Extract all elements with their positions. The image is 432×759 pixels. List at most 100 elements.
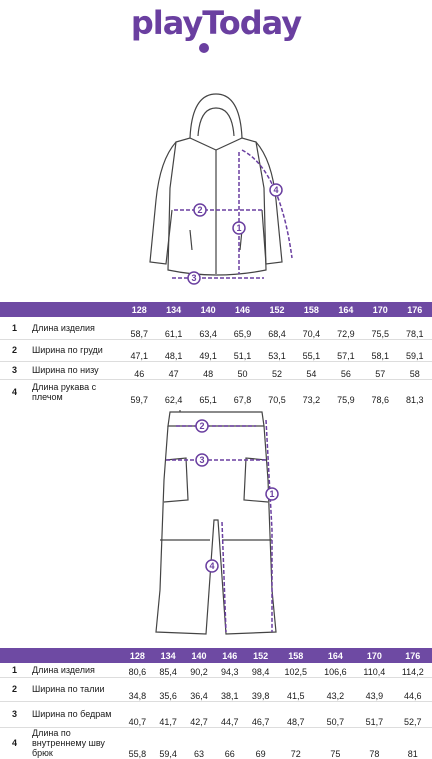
cell: 75,5 (371, 328, 390, 339)
cell: 66 (214, 726, 246, 759)
cell: 43,9 (355, 676, 394, 701)
pants-marker-4 (205, 559, 219, 573)
cell: 67,8 (225, 378, 260, 405)
logo-dot-icon (199, 43, 209, 53)
cell: 50,7 (315, 700, 356, 727)
table-row: 2 Ширина по груди 47,1 48,1 49,1 51,1 53… (0, 338, 432, 361)
header-spacer (0, 302, 122, 317)
table-row: 1 Длина изделия 80,6 85,4 90,2 94,3 98,4… (0, 663, 432, 677)
cell: 53,1 (259, 338, 295, 361)
size-col: 146 (214, 648, 246, 663)
cell: 85,4 (159, 666, 177, 677)
cell: 35,6 (152, 676, 184, 701)
size-col: 134 (156, 302, 191, 317)
cell: 48,1 (156, 338, 191, 361)
cell: 68,4 (268, 328, 286, 339)
pants-marker-2 (195, 419, 209, 433)
marker-3-label: 3 (191, 273, 196, 283)
cell: 39,8 (245, 676, 276, 701)
table-row: 4 Длина по внутреннему шву брюк 55,8 59,… (0, 726, 432, 759)
cell: 78,1 (405, 328, 424, 339)
cell: 65,1 (190, 378, 226, 405)
cell: 98,4 (251, 666, 270, 677)
marker-2-label: 2 (197, 205, 202, 215)
cell: 47,1 (122, 338, 157, 361)
cell: 70,4 (302, 328, 321, 339)
size-col: 128 (122, 648, 153, 663)
pants-size-header: 128 134 140 146 152 158 164 170 176 (0, 648, 432, 663)
cell: 41,5 (275, 676, 316, 701)
cell: 49,1 (190, 338, 226, 361)
cell: 56 (328, 360, 364, 379)
size-col: 158 (275, 648, 316, 663)
pants-size-table: 128 134 140 146 152 158 164 170 176 1 Дл… (0, 648, 432, 759)
cell: 72,9 (337, 328, 355, 339)
row-label: Ширина по бедрам (32, 700, 122, 727)
table-row: 3 Ширина по бедрам 40,7 41,7 42,7 44,7 4… (0, 700, 432, 727)
size-col: 146 (225, 302, 260, 317)
cell: 59,1 (397, 338, 432, 361)
pants-illustration: 1 2 3 4 (0, 410, 432, 640)
row-label: Длина рукава с плечом (32, 378, 122, 405)
size-col: 176 (397, 302, 432, 317)
cell: 50 (225, 360, 260, 379)
cell: 78,6 (363, 378, 398, 405)
cell: 52 (259, 360, 295, 379)
cell: 58,1 (363, 338, 398, 361)
row-number: 4 (0, 378, 32, 405)
size-col: 140 (183, 648, 215, 663)
cell: 81,3 (397, 378, 432, 405)
row-label: Ширина по низу (32, 360, 122, 379)
cell: 75,9 (328, 378, 364, 405)
cell: 110,4 (363, 666, 386, 677)
cell: 80,6 (128, 666, 147, 677)
cell: 52,7 (393, 700, 432, 727)
cell: 44,7 (214, 700, 246, 727)
cell: 48,7 (275, 700, 316, 727)
cell: 94,3 (221, 666, 239, 677)
size-col: 164 (315, 648, 356, 663)
row-label: Длина по внутреннему шву брюк (32, 726, 122, 759)
pants-marker-3 (195, 453, 209, 467)
cell: 36,4 (183, 676, 215, 701)
brand-logo-text: playToday (130, 4, 302, 42)
jacket-size-header: 128 134 140 146 152 158 164 170 176 (0, 302, 432, 317)
cell: 34,8 (122, 676, 153, 701)
jacket-size-table: 128 134 140 146 152 158 164 170 176 1 Дл… (0, 302, 432, 405)
cell: 47 (156, 360, 191, 379)
marker-4-label: 4 (273, 185, 278, 195)
cell: 81 (393, 726, 432, 759)
pants-marker-4-label: 4 (209, 561, 214, 571)
row-number: 2 (0, 676, 32, 701)
row-number: 3 (0, 360, 32, 379)
pants-marker-2-label: 2 (199, 421, 204, 431)
row-label: Длина изделия (32, 664, 95, 675)
cell: 70,5 (259, 378, 295, 405)
cell: 63 (183, 726, 215, 759)
brand-logo: playToday (0, 4, 432, 54)
cell: 55,8 (122, 726, 153, 759)
cell: 106,6 (324, 666, 347, 677)
size-col: 158 (294, 302, 329, 317)
cell: 46 (122, 360, 157, 379)
size-col: 128 (122, 302, 157, 317)
header-spacer (0, 648, 122, 663)
cell: 42,7 (183, 700, 215, 727)
cell: 51,1 (225, 338, 260, 361)
pants-marker-1 (265, 487, 279, 501)
size-col: 152 (259, 302, 295, 317)
cell: 73,2 (294, 378, 329, 405)
size-col: 164 (328, 302, 364, 317)
size-col: 176 (393, 648, 432, 663)
size-col: 170 (355, 648, 394, 663)
cell: 78 (355, 726, 394, 759)
cell: 114,2 (401, 666, 424, 677)
table-row: 1 Длина изделия 58,7 61,1 63,4 65,9 68,4… (0, 317, 432, 339)
pants-marker-1-label: 1 (269, 489, 274, 499)
row-number: 1 (12, 322, 18, 333)
cell: 57 (363, 360, 398, 379)
row-label: Длина изделия (32, 322, 95, 333)
table-row: 3 Ширина по низу 46 47 48 50 52 54 56 57… (0, 360, 432, 379)
marker-3 (187, 271, 201, 285)
cell: 75 (315, 726, 356, 759)
